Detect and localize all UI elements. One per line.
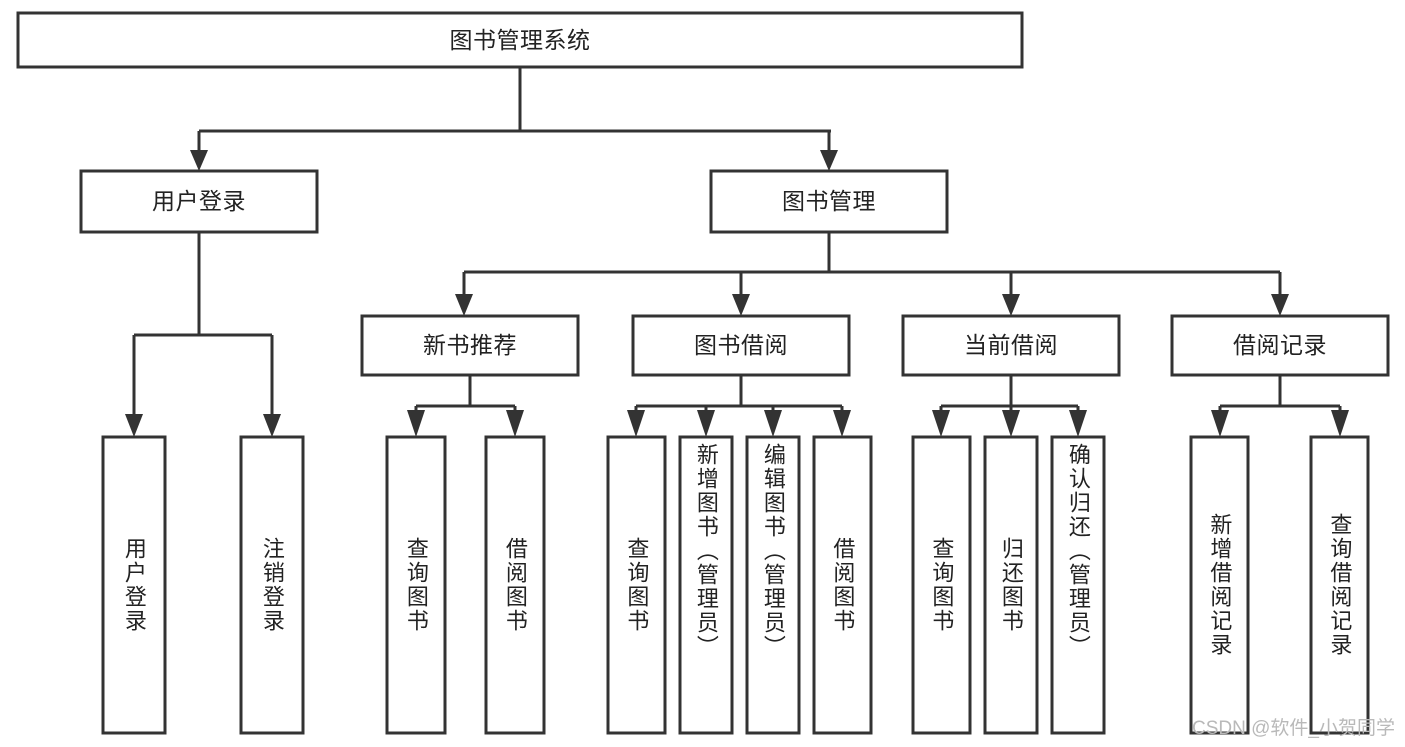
- node-box-leaf-new-book-1[interactable]: [484, 435, 546, 735]
- connector-current-borrow-to-leaves: [932, 375, 1087, 437]
- node-box-book-management[interactable]: [709, 169, 949, 234]
- node-box-leaf-current-borrow-2[interactable]: [1050, 435, 1106, 735]
- connector-user-login-to-leaves: [125, 232, 281, 437]
- arrow-head-leaf-new-book-1: [506, 410, 524, 437]
- node-box-leaf-current-borrow-0[interactable]: [911, 435, 972, 735]
- node-box-leaf-user-login-1[interactable]: [239, 435, 305, 735]
- node-box-leaf-book-borrow-0[interactable]: [606, 435, 667, 735]
- connector-book-borrow-to-leaves: [627, 375, 851, 437]
- connector-root-to-level2: [190, 67, 838, 171]
- arrow-head-leaf-user-login-0: [125, 414, 143, 437]
- node-box-leaf-new-book-0[interactable]: [385, 435, 447, 735]
- connector-book-management-to-level3: [455, 232, 1289, 316]
- arrow-head-new-book-recommend: [455, 294, 473, 316]
- arrow-head-leaf-new-book-0: [407, 410, 425, 437]
- arrow-head-leaf-borrow-record-1: [1331, 410, 1349, 437]
- arrow-head-leaf-current-borrow-0: [932, 410, 950, 437]
- node-box-book-borrow[interactable]: [631, 314, 851, 377]
- node-box-leaf-book-borrow-2[interactable]: [745, 435, 801, 735]
- arrow-head-borrow-record: [1271, 294, 1289, 316]
- node-box-leaf-borrow-record-0[interactable]: [1189, 435, 1250, 735]
- node-box-leaf-book-borrow-3[interactable]: [812, 435, 873, 735]
- arrow-head-leaf-book-borrow-3: [833, 410, 851, 437]
- arrow-head-leaf-current-borrow-2: [1069, 410, 1087, 437]
- arrow-head-leaf-book-borrow-0: [627, 410, 645, 437]
- node-box-current-borrow[interactable]: [901, 314, 1121, 377]
- arrow-head-leaf-book-borrow-1: [697, 410, 715, 437]
- arrow-head-leaf-borrow-record-0: [1211, 410, 1229, 437]
- node-box-new-book-recommend[interactable]: [360, 314, 580, 377]
- node-box-leaf-book-borrow-1[interactable]: [678, 435, 734, 735]
- node-box-root[interactable]: [16, 11, 1024, 69]
- node-box-borrow-record[interactable]: [1170, 314, 1390, 377]
- node-box-user-login[interactable]: [79, 169, 319, 234]
- arrow-head-book-management: [820, 150, 838, 171]
- arrow-head-leaf-current-borrow-1: [1002, 410, 1020, 437]
- arrow-head-leaf-user-login-1: [263, 414, 281, 437]
- connector-new-book-to-leaves: [407, 375, 524, 437]
- arrow-head-current-borrow: [1002, 294, 1020, 316]
- arrow-head-book-borrow: [732, 294, 750, 316]
- node-box-leaf-borrow-record-1[interactable]: [1309, 435, 1370, 735]
- arrow-head-leaf-book-borrow-2: [764, 410, 782, 437]
- node-box-leaf-user-login-0[interactable]: [101, 435, 167, 735]
- connector-borrow-record-to-leaves: [1211, 375, 1349, 437]
- node-box-leaf-current-borrow-1[interactable]: [983, 435, 1039, 735]
- arrow-head-user-login: [190, 150, 208, 171]
